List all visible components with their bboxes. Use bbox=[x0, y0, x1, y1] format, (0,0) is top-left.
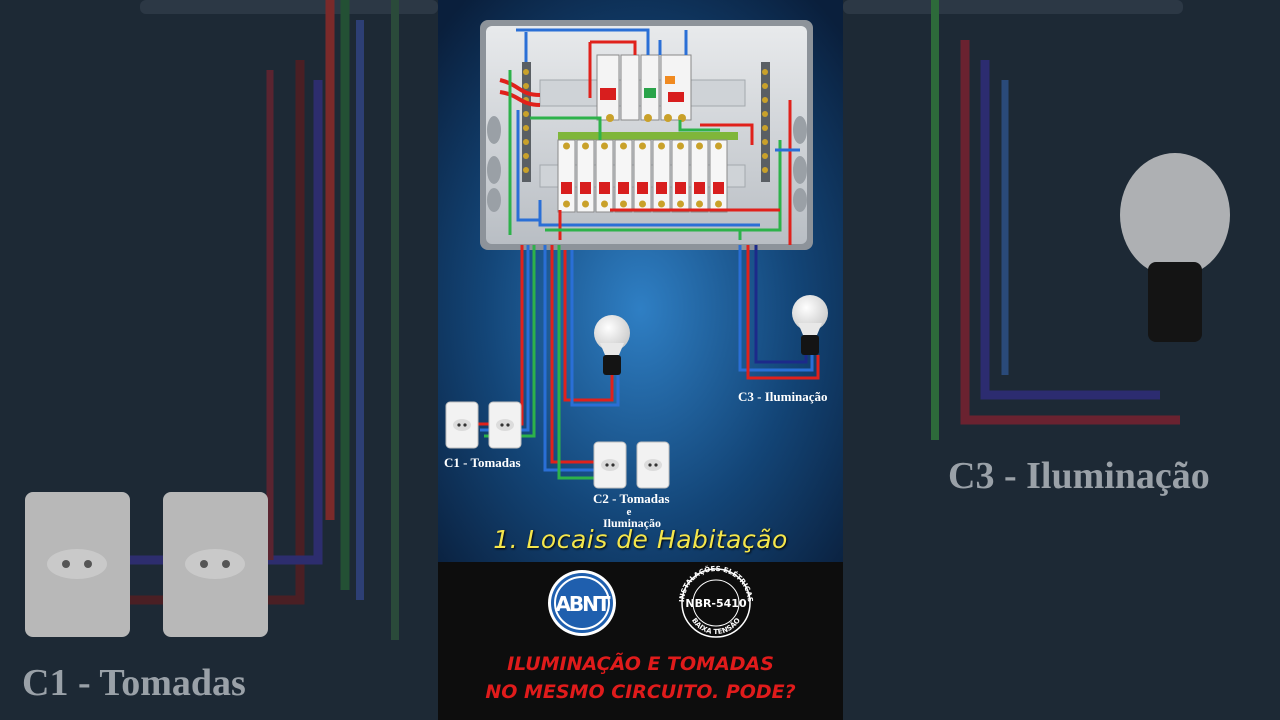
breaker-lever bbox=[694, 182, 705, 194]
breaker-lever bbox=[618, 182, 629, 194]
breaker-lever bbox=[580, 182, 591, 194]
c2-label-line1: C2 - Tomadas bbox=[593, 491, 670, 506]
breaker-screw bbox=[620, 200, 627, 208]
breaker-lever bbox=[637, 182, 648, 194]
breaker-screw bbox=[563, 142, 570, 150]
left-blurred-c1-label: C1 - Tomadas bbox=[22, 662, 246, 704]
outlets-c1 bbox=[445, 401, 522, 449]
lamp-c2 bbox=[594, 315, 630, 375]
breaker-lever bbox=[561, 182, 572, 194]
breaker-lever bbox=[656, 182, 667, 194]
right-blurred-c3-label: C3 - Iluminação bbox=[948, 455, 1210, 497]
breaker-screw bbox=[696, 142, 703, 150]
breaker-screw bbox=[639, 200, 646, 208]
c1-label: C1 - Tomadas bbox=[444, 455, 521, 470]
breaker-screw bbox=[715, 200, 722, 208]
breaker-screw bbox=[639, 142, 646, 150]
left-blurred-background bbox=[0, 0, 438, 720]
c2-label-line3: Iluminação bbox=[603, 516, 661, 530]
breaker-screw bbox=[715, 142, 722, 150]
breaker-screw bbox=[658, 200, 665, 208]
breaker-screw bbox=[582, 200, 589, 208]
breaker-screw bbox=[601, 142, 608, 150]
breaker-screw bbox=[696, 200, 703, 208]
wiring bbox=[470, 28, 820, 480]
breaker-screw bbox=[582, 142, 589, 150]
breaker-lever bbox=[675, 182, 686, 194]
section-subtitle: 1. Locais de Habitação bbox=[493, 525, 788, 554]
nbr-seal-center-text: NBR-5410 bbox=[685, 597, 747, 610]
lamp-c3 bbox=[792, 295, 828, 355]
right-blurred-background bbox=[843, 0, 1280, 720]
breaker-screw bbox=[620, 142, 627, 150]
breaker-screw bbox=[658, 142, 665, 150]
headline-line1: ILUMINAÇÃO E TOMADAS bbox=[507, 653, 774, 675]
breaker-screw bbox=[677, 142, 684, 150]
breaker-lever bbox=[599, 182, 610, 194]
c3-label: C3 - Iluminação bbox=[738, 389, 828, 404]
headline: ILUMINAÇÃO E TOMADAS NO MESMO CIRCUITO. … bbox=[438, 650, 843, 706]
abnt-logo-text: ABNT bbox=[555, 592, 610, 616]
outlets-c2 bbox=[593, 441, 670, 489]
distribution-board bbox=[480, 20, 813, 250]
bottom-dark-panel bbox=[438, 562, 843, 720]
abnt-logo: ABNT bbox=[548, 570, 616, 636]
breaker-screw bbox=[677, 200, 684, 208]
breaker-screw bbox=[563, 200, 570, 208]
headline-line2: NO MESMO CIRCUITO. PODE? bbox=[485, 681, 796, 703]
c2-label-line2: e bbox=[627, 506, 632, 518]
breaker-screw bbox=[601, 200, 608, 208]
nbr-5410-seal: INSTALAÇÕES ELÉTRICAS BAIXA TENSÃO NBR-5… bbox=[678, 565, 754, 638]
breaker-lever bbox=[713, 182, 724, 194]
